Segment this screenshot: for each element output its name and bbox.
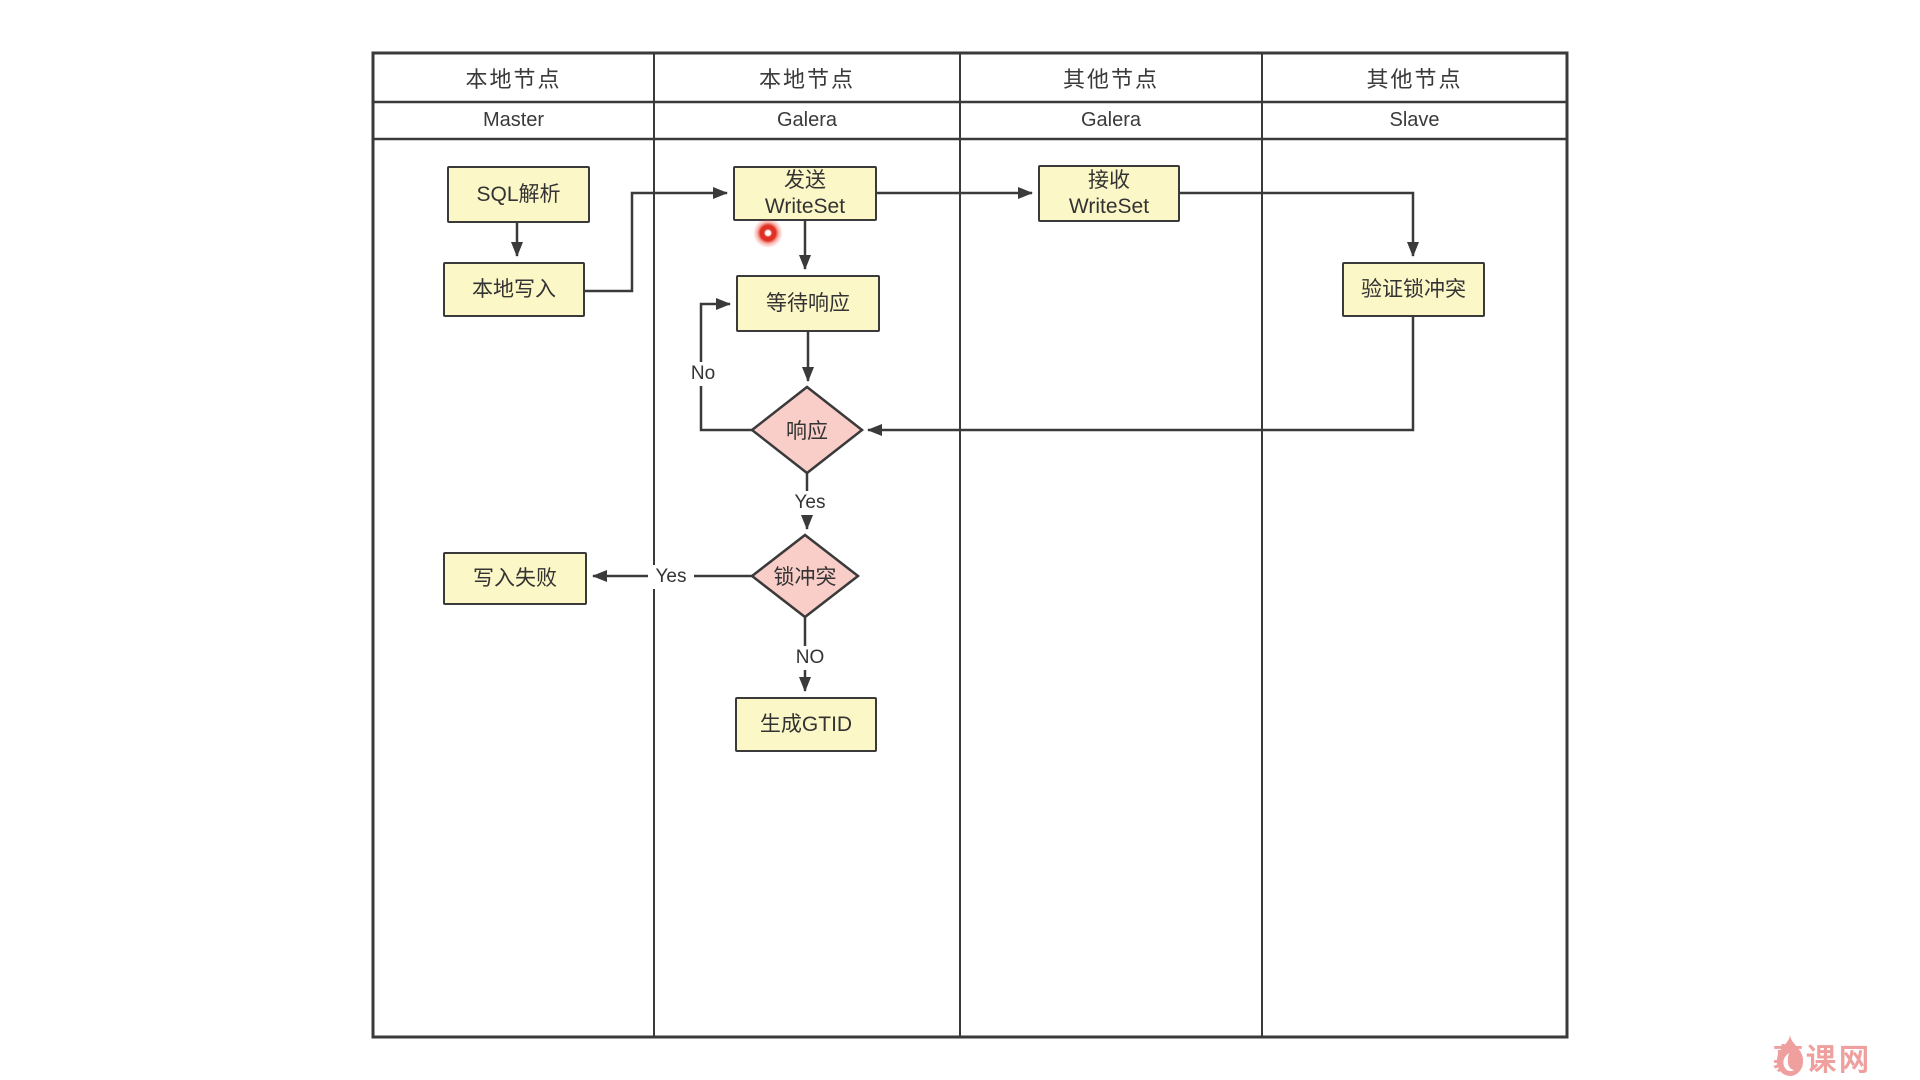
decision-shapes [749, 385, 865, 619]
edge-label-yes-left: Yes [648, 565, 694, 589]
node-local-write: 本地写入 [443, 262, 585, 317]
edge-label-no-loop: No [682, 362, 724, 386]
node-response-decision: 响应 [786, 420, 828, 443]
response-diamond-shape [749, 385, 865, 475]
node-wait-response: 等待响应 [736, 275, 880, 332]
edge-label-yes-down: Yes [787, 491, 833, 515]
laser-pointer-dot [753, 218, 783, 248]
edge-label-no-down: NO [787, 646, 833, 670]
swimlane-grid [371, 51, 1569, 1039]
lock-conflict-diamond-shape [749, 533, 861, 619]
lane-header-local-galera: 本地节点 [758, 66, 855, 92]
flame-icon [1776, 1035, 1804, 1076]
imooc-watermark: 慕课网 [1773, 1035, 1872, 1079]
node-sql-parse: SQL解析 [447, 166, 590, 223]
lane-role-galera-local: Galera [776, 109, 838, 131]
node-lock-conflict-decision: 锁冲突 [773, 566, 837, 589]
lane-header-other-galera: 其他节点 [1062, 66, 1159, 92]
node-recv-writeset: 接收 WriteSet [1038, 165, 1180, 222]
node-verify-lock-conflict: 验证锁冲突 [1342, 262, 1485, 317]
node-gen-gtid: 生成GTID [735, 697, 877, 752]
node-send-writeset: 发送 WriteSet [733, 166, 877, 221]
lane-role-galera-other: Galera [1080, 109, 1142, 131]
lane-role-master: Master [482, 109, 545, 131]
lane-header-local-master: 本地节点 [465, 66, 562, 92]
lane-role-slave: Slave [1389, 109, 1440, 131]
lane-header-other-slave: 其他节点 [1366, 66, 1463, 92]
connectors [511, 187, 1419, 692]
node-write-fail: 写入失败 [443, 552, 587, 605]
